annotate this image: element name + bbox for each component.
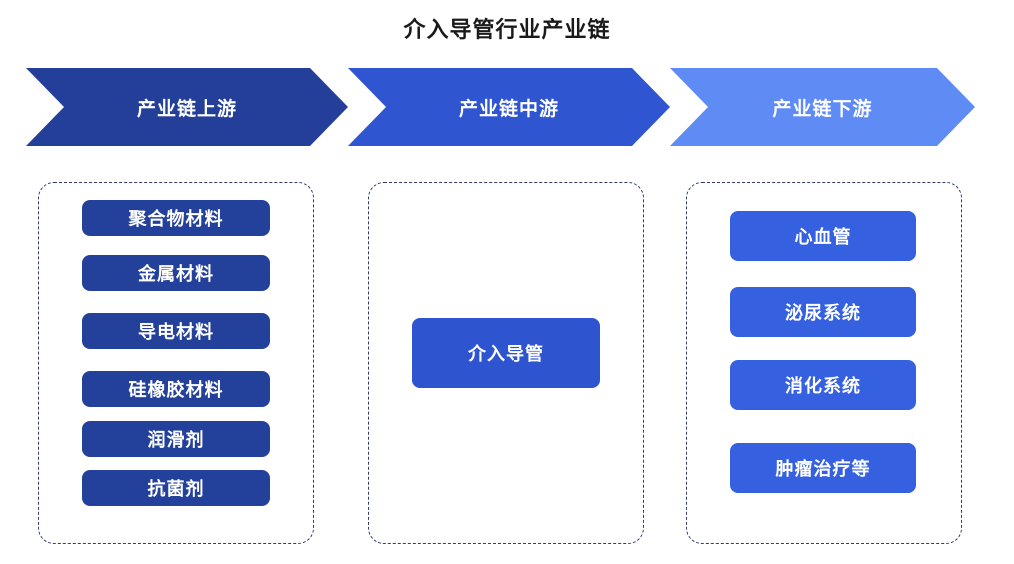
diagram-title: 介入导管行业产业链 — [403, 18, 611, 43]
upstream-item-antibacterial: 抗菌剂 — [82, 470, 270, 506]
stage-upstream-arrow: 产业链上游 — [26, 68, 348, 146]
upstream-item-silicone: 硅橡胶材料 — [82, 371, 270, 407]
stage-midstream-arrow: 产业链中游 — [348, 68, 670, 146]
upstream-item-conductive: 导电材料 — [82, 313, 270, 349]
stage-downstream-arrow: 产业链下游 — [670, 68, 975, 146]
downstream-item-urinary: 泌尿系统 — [730, 287, 916, 337]
downstream-container — [686, 182, 962, 544]
downstream-item-digestive: 消化系统 — [730, 360, 916, 410]
downstream-item-cardiovascular: 心血管 — [730, 211, 916, 261]
upstream-item-metal: 金属材料 — [82, 255, 270, 291]
midstream-item-catheter: 介入导管 — [412, 318, 600, 388]
upstream-container — [38, 182, 314, 544]
midstream-container — [368, 182, 644, 544]
upstream-item-polymer: 聚合物材料 — [82, 200, 270, 236]
upstream-item-lubricant: 润滑剂 — [82, 421, 270, 457]
downstream-item-oncology: 肿瘤治疗等 — [730, 443, 916, 493]
